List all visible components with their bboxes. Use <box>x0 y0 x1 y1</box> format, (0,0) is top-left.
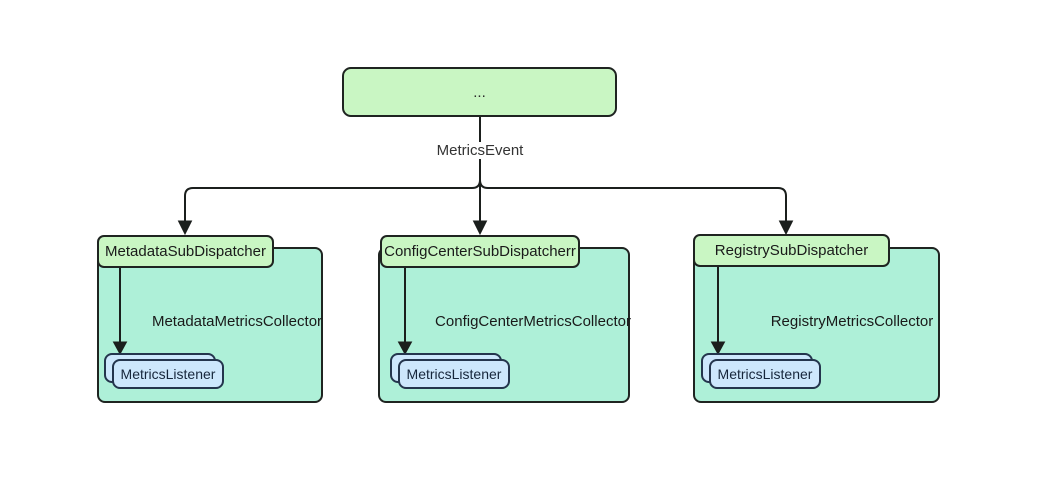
arrowhead-middle <box>472 220 488 236</box>
dispatcher-tab-configcenter: ConfigCenterSubDispatcherr <box>380 235 580 268</box>
metrics-listener-label: MetricsListener <box>120 366 216 382</box>
dispatcher-tab-label: MetadataSubDispatcher <box>105 243 266 260</box>
arrowhead-right <box>778 220 794 236</box>
dispatcher-tab-label: ConfigCenterSubDispatcherr <box>384 243 576 260</box>
root-node-label: ... <box>473 83 486 101</box>
collector-label-metadata: MetadataMetricsCollector <box>151 313 323 330</box>
metrics-listener-card: MetricsListener <box>709 359 821 389</box>
dispatcher-tab-label: RegistrySubDispatcher <box>714 242 869 259</box>
edge-root-to-right <box>479 179 787 221</box>
edge-root-to-left <box>184 117 481 221</box>
arrowhead-left <box>177 220 193 236</box>
dispatcher-tab-metadata: MetadataSubDispatcher <box>97 235 274 268</box>
edge-label: MetricsEvent <box>431 142 529 159</box>
metrics-listener-label: MetricsListener <box>406 366 502 382</box>
dispatcher-tab-registry: RegistrySubDispatcher <box>693 234 890 267</box>
metrics-listener-card: MetricsListener <box>112 359 224 389</box>
metrics-listener-label: MetricsListener <box>717 366 813 382</box>
root-node: ... <box>342 67 617 117</box>
collector-label-configcenter: ConfigCenterMetricsCollector <box>435 313 631 330</box>
collector-label-registry: RegistryMetricsCollector <box>770 313 934 330</box>
metrics-listener-card: MetricsListener <box>398 359 510 389</box>
